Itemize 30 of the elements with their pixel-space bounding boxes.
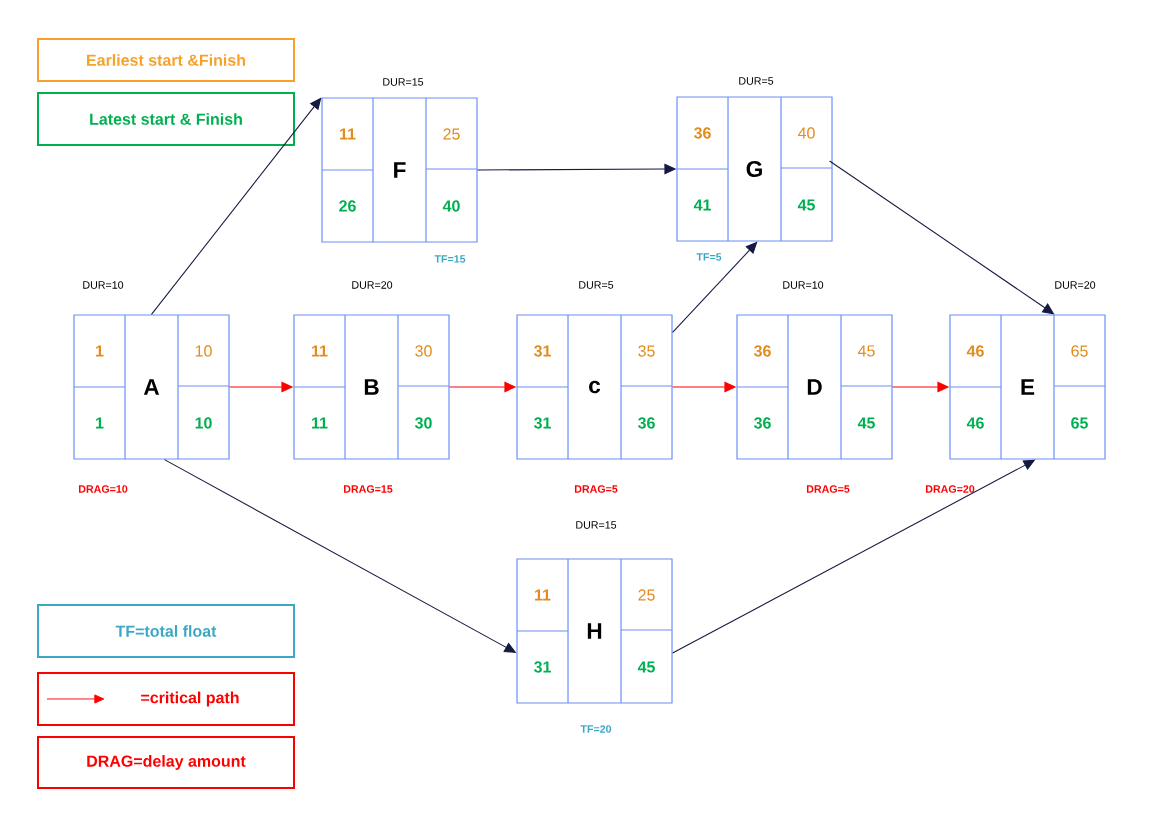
duration-label: DUR=15 bbox=[576, 521, 617, 529]
duration-label: DUR=5 bbox=[739, 77, 774, 85]
duration-label: DUR=10 bbox=[783, 281, 824, 289]
float-label: TF=15 bbox=[434, 255, 466, 263]
activity-box: 46 E 65 46 65 bbox=[949, 314, 1106, 460]
duration-label: DUR=20 bbox=[352, 281, 393, 289]
legend-box: TF=total float bbox=[37, 604, 295, 658]
activity-box: 36 D 45 36 45 bbox=[736, 314, 893, 460]
activity-box: 11 F 25 26 40 bbox=[321, 97, 478, 243]
legend-box: DRAG=delay amount bbox=[37, 736, 295, 789]
legend-box: Latest start & Finish bbox=[37, 92, 295, 146]
activity-box: 31 c 35 31 36 bbox=[516, 314, 673, 460]
duration-label: DUR=20 bbox=[1055, 281, 1096, 289]
legend-box: =critical path bbox=[37, 672, 295, 726]
activity-box: 11 H 25 31 45 bbox=[516, 558, 673, 704]
activity-box: 36 G 40 41 45 bbox=[676, 96, 833, 242]
drag-label: DRAG=15 bbox=[343, 485, 393, 493]
legend-box: Earliest start &Finish bbox=[37, 38, 295, 82]
float-label: TF=5 bbox=[696, 253, 722, 261]
duration-label: DUR=15 bbox=[383, 78, 424, 86]
drag-label: DRAG=5 bbox=[806, 485, 850, 493]
activity-box: 11 B 30 11 30 bbox=[293, 314, 450, 460]
activity-box: 1 A 10 1 10 bbox=[73, 314, 230, 460]
drag-label: DRAG=10 bbox=[78, 485, 128, 493]
arrow bbox=[150, 97, 322, 315]
duration-label: DUR=5 bbox=[579, 281, 614, 289]
duration-label: DUR=10 bbox=[83, 281, 124, 289]
drag-label: DRAG=20 bbox=[925, 485, 975, 493]
float-label: TF=20 bbox=[580, 725, 612, 733]
drag-label: DRAG=5 bbox=[574, 485, 618, 493]
